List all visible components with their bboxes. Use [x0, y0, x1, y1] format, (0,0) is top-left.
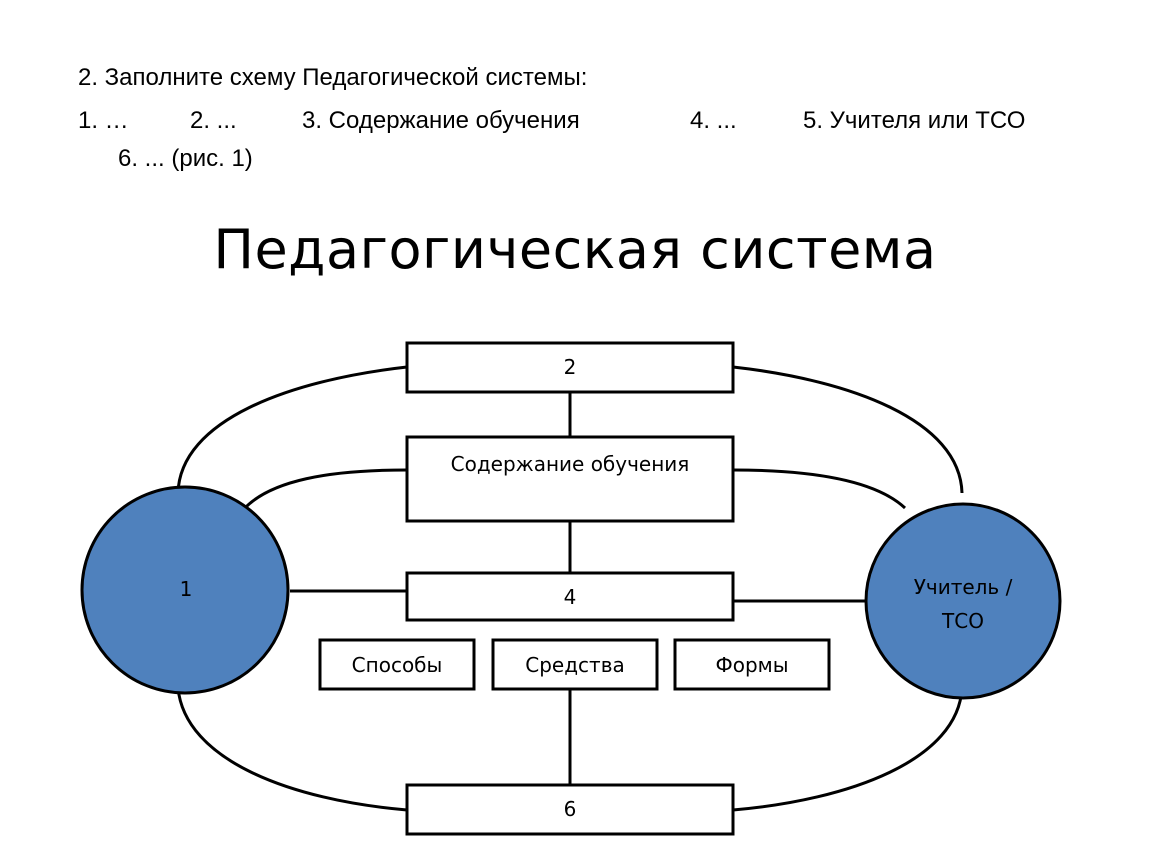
task-item-5: 5. Учителя или ТСО	[803, 107, 1026, 134]
box-4-label: 4	[564, 585, 577, 609]
task-item-6: 6. ... (рис. 1)	[118, 145, 253, 172]
arc-left-top	[176, 365, 408, 494]
task-item-1: 1. …	[78, 107, 129, 134]
circle-1	[80, 485, 290, 695]
circle-teacher	[864, 502, 1062, 700]
box-6-label: 6	[564, 797, 577, 821]
box-content-label: Содержание обучения	[451, 452, 690, 476]
circle-1-label: 1	[180, 577, 193, 601]
task-item-4: 4. ...	[690, 107, 737, 134]
task-item-2: 2. ...	[190, 107, 237, 134]
box-forms	[673, 638, 831, 691]
diagram-title: Педагогическая система	[213, 218, 937, 281]
arc-left-inner	[241, 468, 408, 512]
box-6	[405, 783, 735, 836]
box-means	[491, 638, 659, 691]
arc-right-top	[732, 365, 964, 494]
circle-teacher-label-line1: Учитель /	[914, 575, 1013, 599]
task-heading: 2. Заполните схему Педагогической систем…	[78, 64, 588, 91]
box-forms-label: Формы	[715, 653, 788, 677]
arc-left-bottom	[176, 687, 408, 812]
box-2	[405, 341, 735, 394]
box-2-label: 2	[564, 355, 577, 379]
box-content	[405, 435, 735, 523]
box-methods-label: Способы	[352, 653, 443, 677]
box-methods	[318, 638, 476, 691]
box-means-label: Средства	[525, 653, 624, 677]
box-4	[405, 571, 735, 622]
arc-right-bottom	[732, 687, 964, 812]
arc-right-inner	[732, 468, 907, 510]
task-item-3: 3. Содержание обучения	[302, 107, 580, 134]
circle-teacher-label-line2: ТСО	[941, 609, 984, 633]
task-text: 2. Заполните схему Педагогической систем…	[0, 0, 1150, 200]
